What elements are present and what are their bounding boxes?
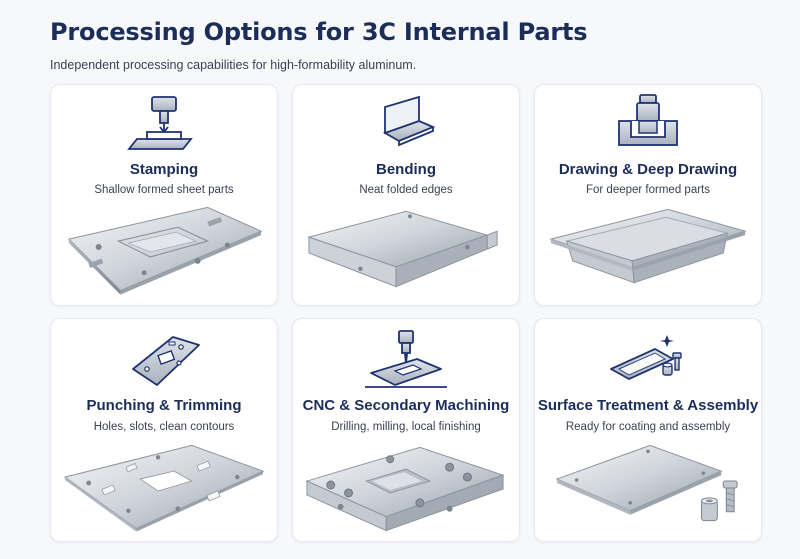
card-description: Shallow formed sheet parts bbox=[94, 184, 234, 196]
card-title: Bending bbox=[376, 161, 436, 178]
plate-and-fasteners-icon bbox=[603, 329, 693, 393]
card-punching: Punching & Trimming Holes, slots, clean … bbox=[50, 318, 278, 542]
card-drawing: Drawing & Deep Drawing For deeper formed… bbox=[534, 84, 762, 306]
deep-drawing-die-icon bbox=[603, 93, 693, 157]
card-title: CNC & Secondary Machining bbox=[302, 397, 510, 414]
page-subtitle: Independent processing capabilities for … bbox=[50, 58, 417, 72]
card-title: Punching & Trimming bbox=[86, 397, 242, 414]
card-title: Drawing & Deep Drawing bbox=[558, 161, 738, 178]
stamping-press-icon bbox=[119, 93, 209, 157]
punched-plate-part-image bbox=[59, 437, 269, 535]
card-bending: Bending Neat folded edges bbox=[292, 84, 520, 306]
bent-tray-part-image bbox=[301, 201, 511, 299]
process-grid: Stamping Shallow formed sheet parts bbox=[50, 84, 762, 542]
card-cnc: CNC & Secondary Machining Drilling, mill… bbox=[292, 318, 520, 542]
card-title: Stamping bbox=[129, 161, 199, 178]
punched-plate-icon bbox=[119, 329, 209, 393]
deep-drawn-tray-part-image bbox=[543, 201, 753, 299]
bent-sheet-icon bbox=[361, 93, 451, 157]
card-description: Holes, slots, clean contours bbox=[93, 421, 235, 433]
card-description: Neat folded edges bbox=[359, 184, 453, 196]
card-title: Surface Treatment & Assembly bbox=[537, 397, 759, 414]
card-description: Ready for coating and assembly bbox=[565, 421, 731, 433]
card-description: For deeper formed parts bbox=[585, 184, 710, 196]
page-title: Processing Options for 3C Internal Parts bbox=[50, 18, 588, 46]
cnc-spindle-icon bbox=[361, 329, 451, 393]
card-stamping: Stamping Shallow formed sheet parts bbox=[50, 84, 278, 306]
stamped-sheet-part-image bbox=[59, 201, 269, 299]
card-surface-treatment: Surface Treatment & Assembly Ready for c… bbox=[534, 318, 762, 542]
machined-block-part-image bbox=[301, 437, 511, 535]
finished-plate-part-image bbox=[543, 437, 753, 535]
card-description: Drilling, milling, local finishing bbox=[331, 421, 481, 433]
